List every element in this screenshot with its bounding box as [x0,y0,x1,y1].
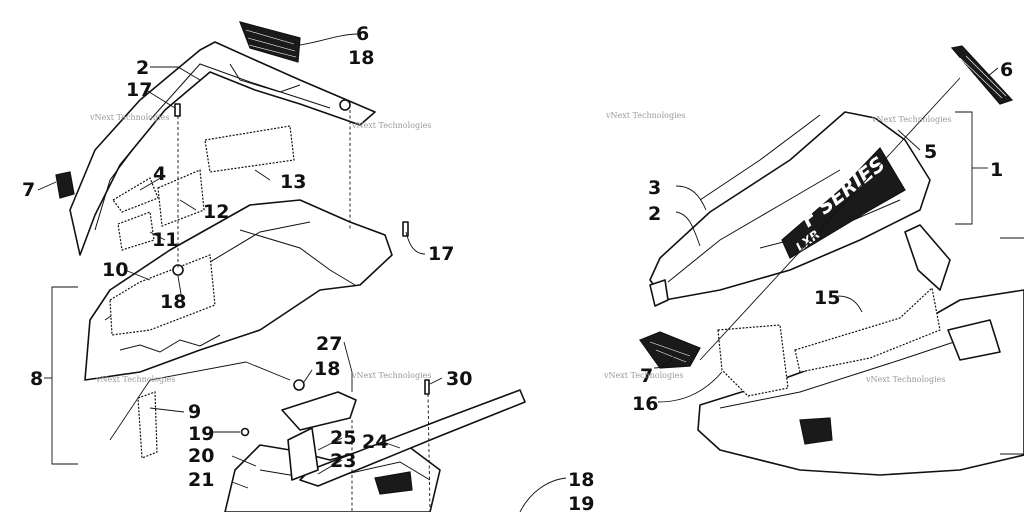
callout-12: 12 [203,201,229,223]
callout-24: 24 [362,431,388,453]
watermark-1: vNext Technologies [89,113,169,122]
callout-11: 11 [152,229,178,251]
right-hood-assembly: F SERIES LXR [632,45,1024,476]
watermark-5: vNext Technologies [605,111,685,120]
watermark-8: vNext Technologies [865,375,945,384]
callout-7-right: 7 [640,365,653,387]
callout-1: 1 [990,159,1003,181]
callout-19: 19 [188,423,214,445]
callout-17-lower: 17 [428,243,454,265]
callout-18-mid: 18 [160,291,186,313]
vent-grille-top-left [239,21,301,63]
watermark-6: vNext Technologies [871,115,951,124]
vent-grille-top-right [950,45,1014,105]
callout-30: 30 [446,368,472,390]
callout-13: 13 [280,171,306,193]
watermark-3: vNext Technologies [95,375,175,384]
side-vent-right [639,331,701,369]
frame-brace-part [299,389,526,487]
decal-10 [109,254,216,336]
callout-5: 5 [924,141,937,163]
fasteners-left [172,99,430,437]
bracket-27 [281,391,357,431]
callout-18: 18 [348,47,374,69]
upper-hood-side-part [649,111,931,301]
deflector-25 [287,427,319,481]
callout-27: 27 [316,333,342,355]
decal-12 [157,169,205,227]
callout-25: 25 [330,427,356,449]
callout-8: 8 [30,368,43,390]
callout-3: 3 [648,177,661,199]
callout-20: 20 [188,445,214,467]
watermarks: vNext Technologies vNext Technologies vN… [89,111,951,384]
left-hood-assembly: 2 6 18 17 4 13 7 12 11 17 10 18 8 27 18 … [22,21,594,512]
callout-4: 4 [153,163,166,185]
callout-18-bracket: 18 [314,358,340,380]
callout-21: 21 [188,469,214,491]
leaders-left [37,33,567,512]
decal-15 [794,286,941,373]
callout-15: 15 [814,287,840,309]
callout-23: 23 [330,450,356,472]
lower-shroud-part [84,199,393,381]
decal-11 [117,211,155,251]
decal-16 [717,324,789,397]
watermark-7: vNext Technologies [603,371,683,380]
watermark-4: vNext Technologies [351,371,431,380]
install-lines-left [177,110,431,512]
callout-10: 10 [102,259,128,281]
leaders-right [653,67,1024,455]
callout-6: 6 [356,23,369,45]
side-vent-left [55,171,75,199]
decal-9 [137,391,158,459]
callout-2: 2 [136,57,149,79]
callout-16: 16 [632,393,658,415]
callout-9: 9 [188,401,201,423]
callout-2-right: 2 [648,203,661,225]
decal-13 [204,125,295,173]
upper-hood-part [69,41,376,256]
callout-17: 17 [126,79,152,101]
callout-7: 7 [22,179,35,201]
callout-18-bottom: 18 [568,469,594,491]
callout-19-bottom: 19 [568,493,594,512]
watermark-2: vNext Technologies [351,121,431,130]
callout-6-right: 6 [1000,59,1013,81]
